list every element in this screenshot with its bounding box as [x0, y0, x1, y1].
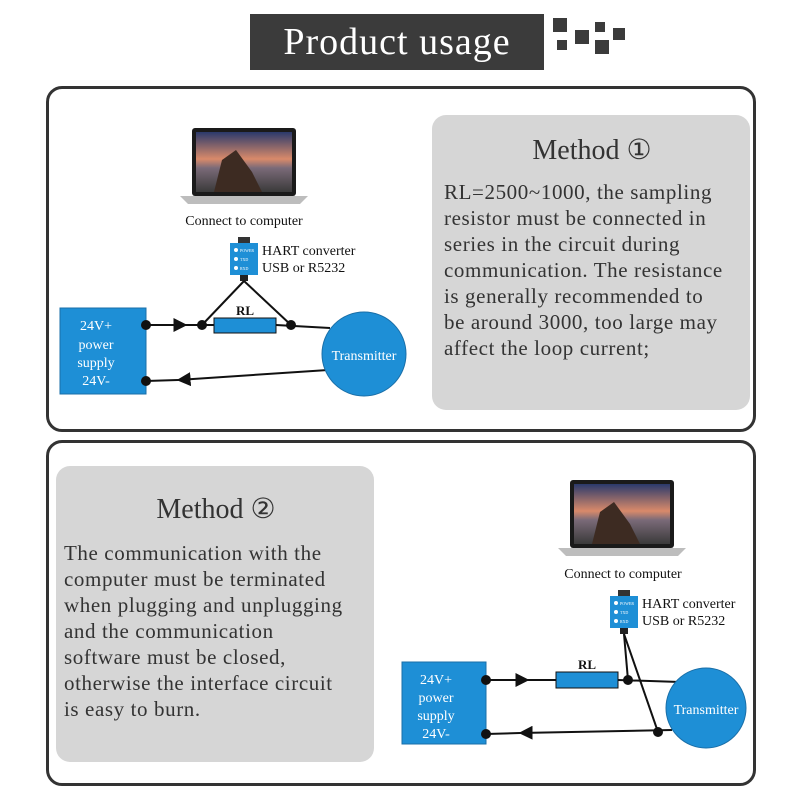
- method1-text: RL=2500~1000, the sampling resistor must…: [444, 179, 740, 361]
- led-label: RXD: [240, 266, 249, 271]
- transmitter: [321, 311, 407, 397]
- led-label: POWER: [240, 248, 254, 253]
- method2-line: The communication with the: [64, 541, 322, 565]
- header-decoration-square: [595, 22, 605, 32]
- led-label: RXD: [620, 619, 629, 624]
- power-supply-box: [401, 661, 487, 745]
- led-label: TXD: [240, 257, 248, 262]
- laptop-icon: [180, 128, 308, 204]
- method2-line: software must be closed,: [64, 645, 287, 669]
- power-label: supply: [77, 356, 114, 371]
- method1-line: RL=2500~1000, the sampling: [444, 180, 713, 204]
- led-label: POWER: [620, 601, 634, 606]
- transmitter: [665, 667, 747, 749]
- usb-converter-icon: POWER TXD RXD: [610, 590, 638, 634]
- method1-line: series in the circuit during: [444, 232, 681, 256]
- laptop-caption: Connect to computer: [185, 214, 303, 229]
- header-decoration-square: [575, 30, 589, 44]
- power-label: power: [79, 338, 114, 353]
- method2-line: is easy to burn.: [64, 697, 201, 721]
- led-label: TXD: [620, 610, 628, 615]
- laptop-screen-landscape: [214, 150, 262, 192]
- method1-line: affect the loop current;: [444, 336, 650, 360]
- usb-converter-icon: POWER TXD RXD: [230, 237, 258, 281]
- laptop-icon: [558, 480, 686, 556]
- method1-line: resistor must be connected in: [444, 206, 707, 230]
- method1-line: is generally recommended to: [444, 284, 704, 308]
- laptop-caption: Connect to computer: [564, 567, 682, 582]
- power-label: 24V+: [420, 673, 452, 688]
- resistor: [555, 671, 619, 689]
- header-decoration-square: [595, 40, 609, 54]
- laptop-screen-landscape: [592, 502, 640, 544]
- header-decoration-square: [613, 28, 625, 40]
- transmitter-label: Transmitter: [674, 703, 739, 718]
- resistor-label: RL: [236, 303, 254, 318]
- resistor-label: RL: [578, 657, 596, 672]
- method2-line: and the communication: [64, 619, 274, 643]
- method1-title: Method ①: [532, 135, 652, 166]
- method1-line: be around 3000, too large may: [444, 310, 718, 334]
- power-label: 24V-: [82, 374, 110, 389]
- power-label: power: [419, 691, 454, 706]
- converter-sublabel: USB or R5232: [262, 261, 345, 276]
- power-label: 24V-: [422, 727, 450, 742]
- power-label: supply: [417, 709, 454, 724]
- method2-line: computer must be terminated: [64, 567, 326, 591]
- method2-text: The communication with the computer must…: [64, 540, 368, 722]
- power-label: 24V+: [80, 319, 112, 334]
- converter-label: HART converter: [642, 597, 736, 612]
- power-supply-box: [59, 307, 147, 395]
- page-title: Product usage: [250, 14, 544, 70]
- header-decoration: [553, 18, 567, 32]
- method1-box: Method ① RL=2500~1000, the sampling resi…: [432, 115, 750, 410]
- method2-line: otherwise the interface circuit: [64, 671, 333, 695]
- transmitter-label: Transmitter: [332, 349, 397, 364]
- method1-line: communication. The resistance: [444, 258, 723, 282]
- method2-title: Method ②: [156, 494, 276, 525]
- header-decoration-square: [557, 40, 567, 50]
- method2-line: when plugging and unplugging: [64, 593, 343, 617]
- converter-label: HART converter: [262, 244, 356, 259]
- method2-box: Method ② The communication with the comp…: [56, 466, 374, 762]
- converter-sublabel: USB or R5232: [642, 614, 725, 629]
